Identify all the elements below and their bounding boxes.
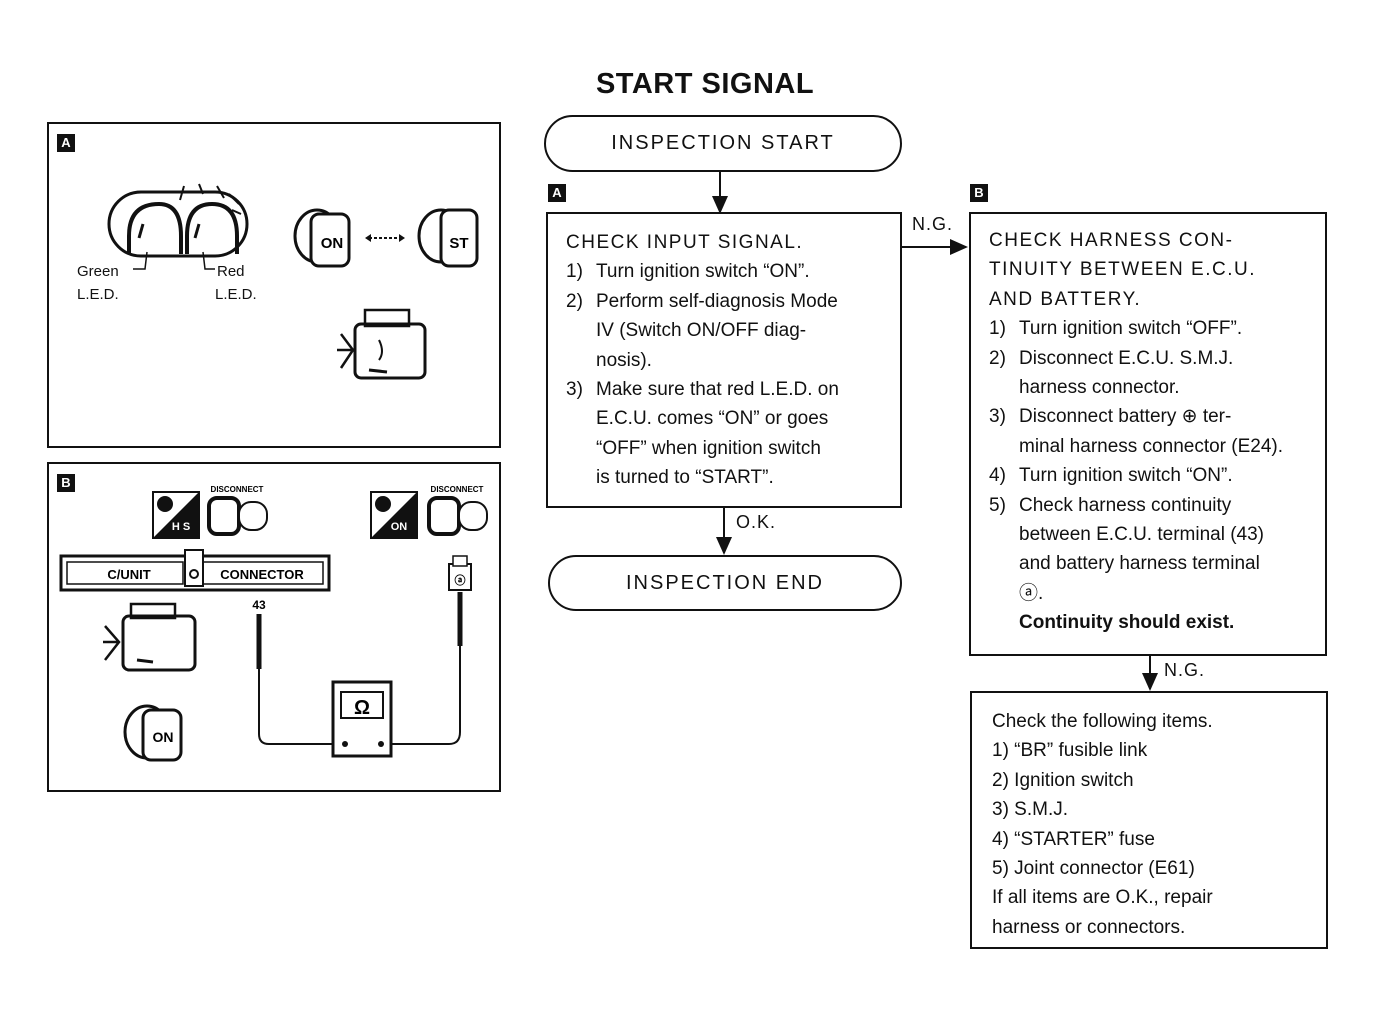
inspection-end-terminal: INSPECTION END [548,555,902,611]
step-text: nosis). [596,349,652,371]
check-input-heading: CHECK INPUT SIGNAL. [566,232,804,253]
step-text: Make sure that red L.E.D. on [596,379,839,401]
step-number: 1) [989,318,1006,340]
green-led-icon [127,201,183,254]
cunit-connector [59,549,331,592]
disconnect-label-left: DISCONNECT [211,485,264,494]
ignition-on-icon [370,491,418,539]
step-number: 3) [566,379,583,401]
panel-a-illustration: ON ST [107,183,479,380]
battery-terminal-icon [448,555,472,591]
step-text: Perform self-diagnosis Mode [596,290,838,312]
red-led-icon [185,201,239,254]
step-number: 3) [989,406,1006,428]
step-text: minal harness connector (E24). [1019,435,1284,457]
step-number: 5) [989,494,1006,516]
green-led-label: Green [77,263,119,280]
panel-a: A ON ST [47,122,501,448]
check-harness-heading-1: CHECK HARNESS CON- [989,230,1234,251]
green-led-label-2: L.E.D. [77,286,119,303]
continuity-note: Continuity should exist. [1019,612,1235,634]
panel-b: B H S DISCONNECT ON DISCONNECT [47,462,501,792]
ignition-key-on-icon [293,208,351,268]
list-item: 1) “BR” fusible link [992,740,1148,762]
ng-label-1: N.G. [912,214,954,234]
step-text: between E.C.U. terminal (43) [1019,524,1264,546]
step-text: IV (Switch ON/OFF diag- [596,320,807,342]
step-text: Disconnect battery ⊕ ter- [1019,406,1232,428]
right-switch-label: ON [391,521,408,533]
check-harness-box: CHECK HARNESS CON- TINUITY BETWEEN E.C.U… [969,212,1327,656]
check-items-heading: Check the following items. [992,711,1213,732]
list-item: 4) “STARTER” fuse [992,828,1155,850]
ignition-off-icon [152,491,200,539]
ignition-key-st-icon [417,208,479,268]
check-items-footer-2: harness or connectors. [992,916,1186,938]
ohm-symbol: Ω [354,697,370,719]
ng-label-2: N.G. [1164,660,1206,680]
check-items-box: Check the following items. 1) “BR” fusib… [970,691,1328,949]
step-number: 2) [566,290,583,312]
step-text: “OFF” when ignition switch [596,437,821,459]
step-text: Disconnect E.C.U. S.M.J. [1019,347,1234,369]
step-text: Turn ignition switch “OFF”. [1019,318,1243,340]
engine-icon [337,308,427,380]
ignition-key-icon-b [123,704,183,762]
red-led-label: Red [217,263,245,280]
check-input-signal-box: CHECK INPUT SIGNAL. 1) Turn ignition swit… [546,212,902,508]
led-housing [107,190,249,258]
step-text: Turn ignition switch “ON”. [596,261,810,283]
step-text: is turned to “START”. [596,467,774,489]
flow-badge-b: B [970,184,988,202]
step-text: ⓐ. [1019,582,1044,604]
cunit-label: C/UNIT [107,567,150,582]
check-items-footer-1: If all items are O.K., repair [992,887,1213,909]
ok-label: O.K. [736,512,777,532]
ohmmeter-icon [331,680,393,758]
step-number: 2) [989,347,1006,369]
step-text: and battery harness terminal [1019,553,1260,575]
page-title: START SIGNAL [595,68,815,100]
step-text: harness connector. [1019,377,1180,399]
flow-badge-a: A [548,184,566,202]
step-number: 1) [566,261,583,283]
disconnect-label-right: DISCONNECT [431,485,484,494]
step-number: 4) [989,465,1006,487]
switch-st-label: ST [449,235,468,252]
connector-label: CONNECTOR [220,567,304,582]
list-item: 3) S.M.J. [992,799,1069,821]
panel-b-badge: B [57,474,75,492]
disconnect-connector-icon-left [207,496,268,536]
step-text: E.C.U. comes “ON” or goes [596,408,829,430]
switch-on-label: ON [321,235,344,252]
list-item: 5) Joint connector (E61) [992,858,1195,880]
probe-lead-left [256,614,341,745]
left-switch-label: H S [172,521,190,533]
panel-a-badge: A [57,134,75,152]
step-text: Check harness continuity [1019,494,1232,516]
probe-lead-right [381,592,463,745]
panel-b-illustration: H S DISCONNECT ON DISCONNECT C/UNIT CONN… [59,485,488,762]
step-text: Turn ignition switch “ON”. [1019,465,1233,487]
battery-terminal-label: ⓐ [455,573,466,587]
list-item: 2) Ignition switch [992,769,1134,791]
check-harness-heading-2: TINUITY BETWEEN E.C.U. [989,259,1257,281]
inspection-start-terminal: INSPECTION START [544,115,902,172]
pin-43-label: 43 [252,598,266,612]
key-on-label: ON [153,729,174,745]
red-led-label-2: L.E.D. [215,286,257,303]
check-harness-heading-3: AND BATTERY. [989,288,1142,310]
engine-icon-b [103,602,197,672]
disconnect-connector-icon-right [427,496,488,536]
